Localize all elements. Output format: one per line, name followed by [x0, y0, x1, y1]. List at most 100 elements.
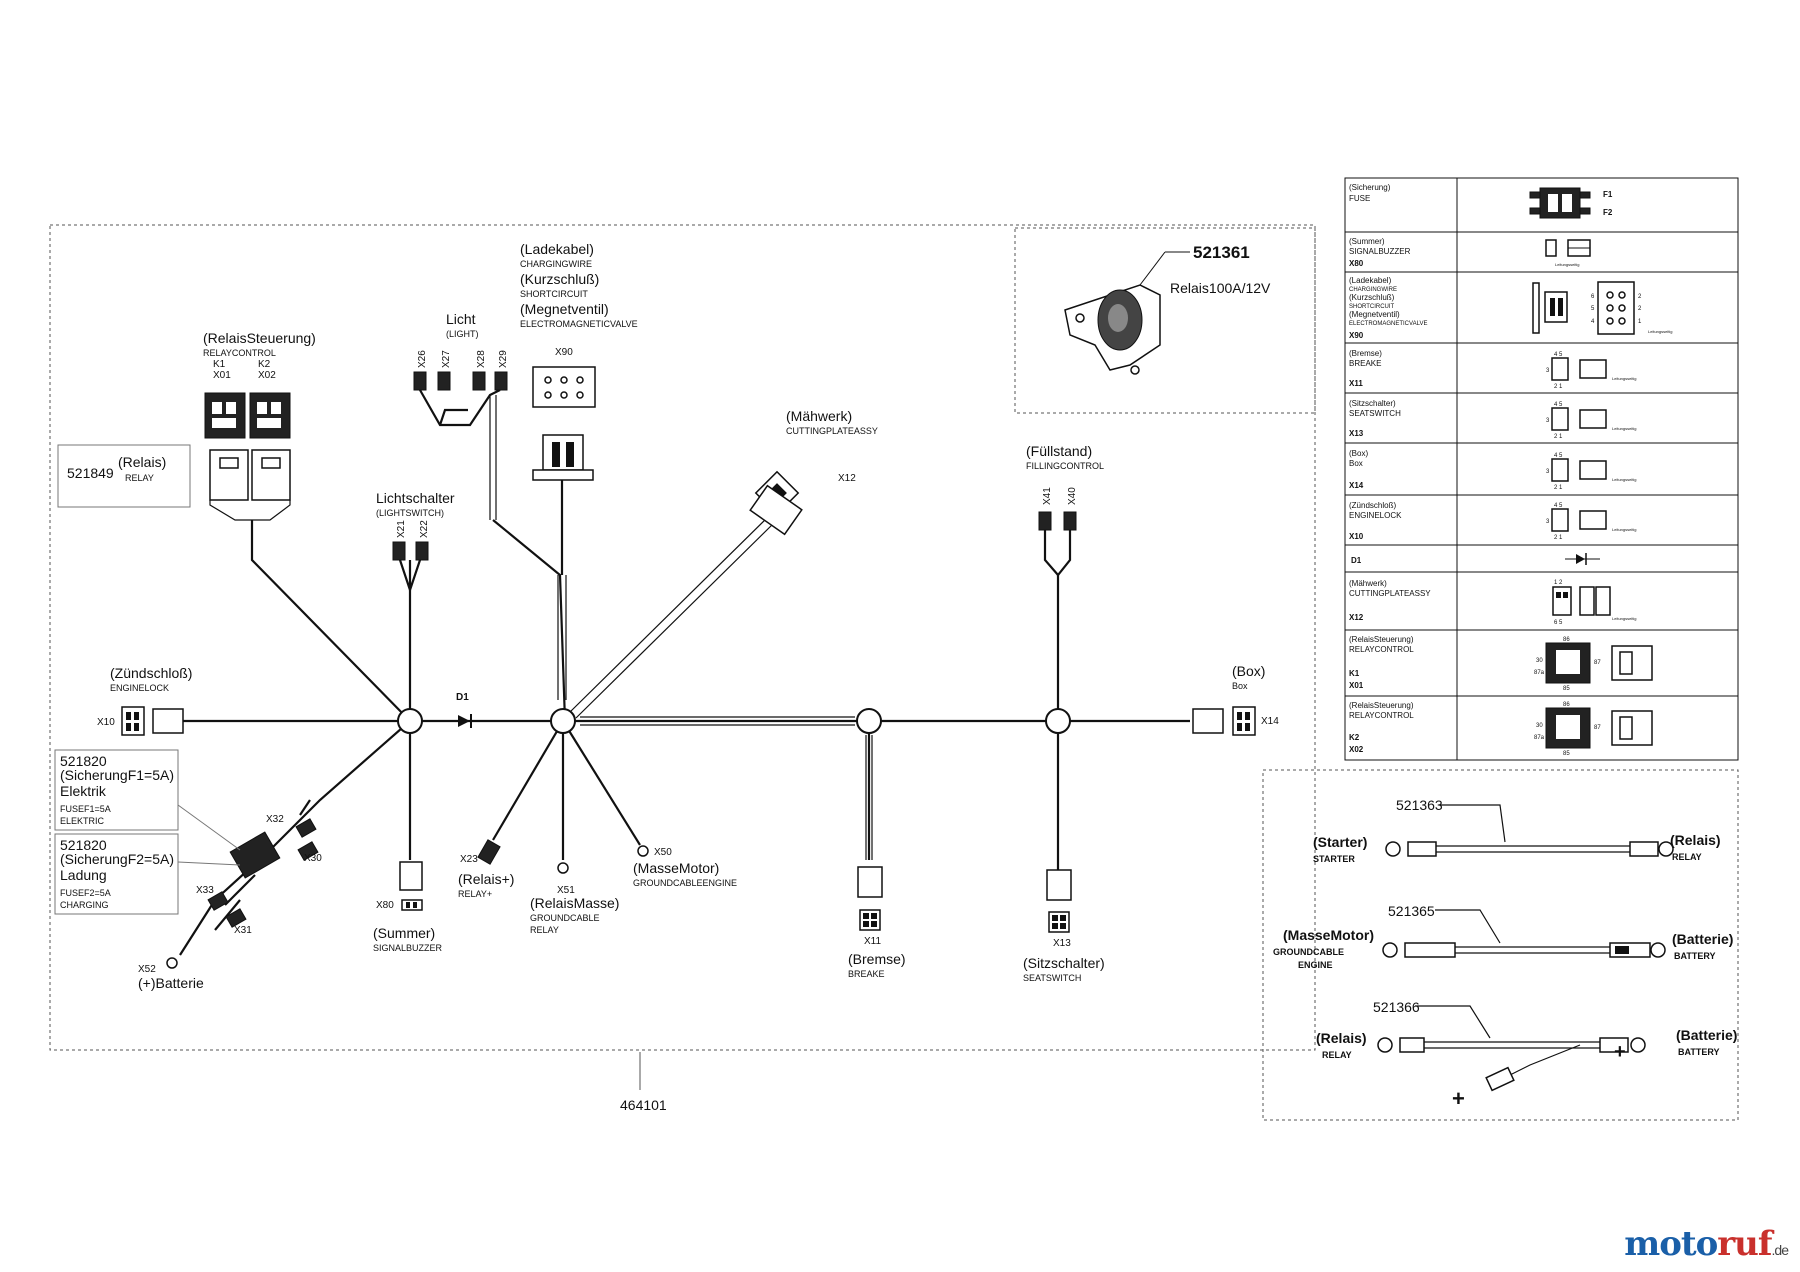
svg-text:ELECTROMAGNETICVALVE: ELECTROMAGNETICVALVE: [1349, 321, 1427, 327]
svg-text:D1: D1: [456, 692, 469, 703]
svg-text:(RelaisSteuerung): (RelaisSteuerung): [1349, 701, 1414, 710]
svg-text:(Relais): (Relais): [1316, 1030, 1367, 1046]
svg-text:X01: X01: [213, 370, 231, 381]
svg-text:(Sitzschalter): (Sitzschalter): [1023, 955, 1105, 971]
svg-text:(SicherungF2=5A): (SicherungF2=5A): [60, 851, 174, 867]
svg-text:RELAY: RELAY: [530, 925, 559, 935]
svg-text:BATTERY: BATTERY: [1674, 951, 1716, 961]
cable-521363: 521363 (Starter) STARTER (Relais) RELAY: [1313, 797, 1721, 864]
svg-text:(Summer): (Summer): [1349, 237, 1385, 246]
svg-text:2 1: 2 1: [1554, 434, 1563, 440]
svg-text:GROUNDCABLEENGINE: GROUNDCABLEENGINE: [633, 878, 737, 888]
svg-text:87: 87: [1594, 660, 1601, 666]
svg-text:Leitungsseitig: Leitungsseitig: [1612, 376, 1636, 381]
cables-frame: [1262, 769, 1739, 1121]
svg-text:RELAYCONTROL: RELAYCONTROL: [203, 348, 276, 358]
svg-text:Box: Box: [1232, 681, 1248, 691]
svg-text:RELAYCONTROL: RELAYCONTROL: [1349, 645, 1414, 654]
svg-text:ELECTROMAGNETICVALVE: ELECTROMAGNETICVALVE: [520, 319, 638, 329]
svg-text:RELAY: RELAY: [125, 473, 154, 483]
svg-text:2 1: 2 1: [1554, 384, 1563, 390]
light-switch-connectors: X21 X22 Lichtschalter (LIGHTSWITCH): [376, 490, 455, 561]
svg-text:ENGINELOCK: ENGINELOCK: [110, 683, 169, 693]
svg-text:521365: 521365: [1388, 903, 1435, 919]
svg-text:(SicherungF1=5A): (SicherungF1=5A): [60, 767, 174, 783]
svg-text:X12: X12: [1349, 613, 1364, 622]
svg-text:RELAY: RELAY: [1322, 1050, 1352, 1060]
svg-text:3: 3: [1546, 418, 1550, 424]
svg-text:1: 1: [1638, 319, 1642, 325]
svg-text:K2: K2: [258, 359, 271, 370]
svg-text:(RelaisMasse): (RelaisMasse): [530, 895, 619, 911]
svg-text:X33: X33: [196, 885, 214, 896]
svg-text:Licht: Licht: [446, 311, 476, 327]
filling-control-connectors: X41 X40 (Füllstand) FILLINGCONTROL: [1026, 443, 1104, 531]
svg-text:(RelaisSteuerung): (RelaisSteuerung): [203, 330, 316, 346]
svg-text:(Bremse): (Bremse): [848, 951, 906, 967]
svg-text:(Zündschloß): (Zündschloß): [110, 665, 192, 681]
fuse-f1-label: 521820 (SicherungF1=5A) Elektrik FUSEF1=…: [54, 749, 241, 851]
svg-text:3: 3: [1546, 469, 1550, 475]
svg-text:X28: X28: [476, 350, 487, 368]
svg-text:86: 86: [1563, 637, 1570, 643]
svg-text:(Bremse): (Bremse): [1349, 349, 1382, 358]
svg-text:X22: X22: [419, 520, 430, 538]
svg-text:CHARGINGWIRE: CHARGINGWIRE: [1349, 287, 1397, 293]
svg-text:86: 86: [1563, 702, 1570, 708]
main-harness-frame: [49, 224, 1316, 1051]
svg-text:X10: X10: [1349, 532, 1364, 541]
legend-row-box: (Box) Box X14 4 5 2 1 3 Leitungsseitig: [1349, 449, 1636, 491]
svg-text:Leitungsseitig: Leitungsseitig: [1612, 477, 1636, 482]
svg-text:6: 6: [1591, 294, 1595, 300]
svg-text:X51: X51: [557, 885, 575, 896]
svg-text:F2: F2: [1603, 208, 1613, 217]
svg-text:X50: X50: [654, 847, 672, 858]
svg-text:4 5: 4 5: [1554, 503, 1563, 509]
svg-text:1 2: 1 2: [1554, 580, 1563, 586]
svg-text:X29: X29: [498, 350, 509, 368]
svg-text:+: +: [1452, 1086, 1465, 1111]
relay-detail-illustration: 521361 Relais100A/12V: [1064, 243, 1271, 375]
svg-text:X12: X12: [838, 473, 856, 484]
svg-text:X31: X31: [234, 925, 252, 936]
svg-text:X80: X80: [1349, 259, 1364, 268]
svg-text:4 5: 4 5: [1554, 352, 1563, 358]
svg-text:Relais100A/12V: Relais100A/12V: [1170, 280, 1271, 296]
legend-row-engine-lock: (Zündschloß) ENGINELOCK X10 4 5 2 1 3 Le…: [1349, 501, 1636, 541]
svg-text:(Ladekabel): (Ladekabel): [1349, 276, 1392, 285]
svg-text:ENGINELOCK: ENGINELOCK: [1349, 511, 1402, 520]
svg-text:K2: K2: [1349, 733, 1360, 742]
svg-text:X02: X02: [1349, 745, 1364, 754]
svg-text:2: 2: [1638, 294, 1642, 300]
svg-text:(Kurzschluß): (Kurzschluß): [1349, 293, 1395, 302]
light-connectors: X26 X27 X28 X29 Licht (LIGHT): [413, 311, 509, 391]
engine-lock-connector: X10 (Zündschloß) ENGINELOCK: [97, 665, 192, 736]
svg-text:4 5: 4 5: [1554, 453, 1563, 459]
relay-detail-frame: [1014, 227, 1316, 414]
svg-text:(LIGHT): (LIGHT): [446, 329, 479, 339]
cutting-plate-connector: X12 (Mähwerk) CUTTINGPLATEASSY: [749, 408, 878, 536]
junction-node-2: [550, 708, 576, 734]
legend-row-relay-control-k2: (RelaisSteuerung) RELAYCONTROL K2 X02 86…: [1349, 701, 1653, 757]
charging-wire-connector: X90 (Ladekabel) CHARGINGWIRE (Kurzschluß…: [520, 241, 638, 481]
fuse-f2-label: 521820 (SicherungF2=5A) Ladung FUSEF2=5A…: [54, 833, 241, 915]
legend-row-charging-wire: (Ladekabel) CHARGINGWIRE (Kurzschluß) SH…: [1349, 276, 1672, 340]
svg-text:Leitungsseitig: Leitungsseitig: [1612, 527, 1636, 532]
svg-text:(+)Batterie: (+)Batterie: [138, 975, 204, 991]
svg-text:X32: X32: [266, 814, 284, 825]
svg-text:464101: 464101: [620, 1097, 667, 1113]
svg-text:(Relais): (Relais): [1670, 832, 1721, 848]
svg-text:+: +: [1614, 1041, 1626, 1063]
svg-text:CHARGINGWIRE: CHARGINGWIRE: [520, 259, 592, 269]
svg-text:30: 30: [1536, 658, 1543, 664]
signal-buzzer-connector: X80 (Summer) SIGNALBUZZER: [373, 861, 443, 953]
legend-row-diode: D1: [1351, 553, 1600, 565]
svg-text:Leitungsseitig: Leitungsseitig: [1612, 426, 1636, 431]
svg-text:(Sicherung): (Sicherung): [1349, 183, 1391, 192]
svg-text:X80: X80: [376, 900, 394, 911]
svg-text:Ladung: Ladung: [60, 867, 107, 883]
svg-text:2: 2: [1638, 306, 1642, 312]
relay-521849-label: 521849 (Relais) RELAY: [57, 444, 191, 508]
svg-text:X26: X26: [417, 350, 428, 368]
svg-text:521366: 521366: [1373, 999, 1420, 1015]
